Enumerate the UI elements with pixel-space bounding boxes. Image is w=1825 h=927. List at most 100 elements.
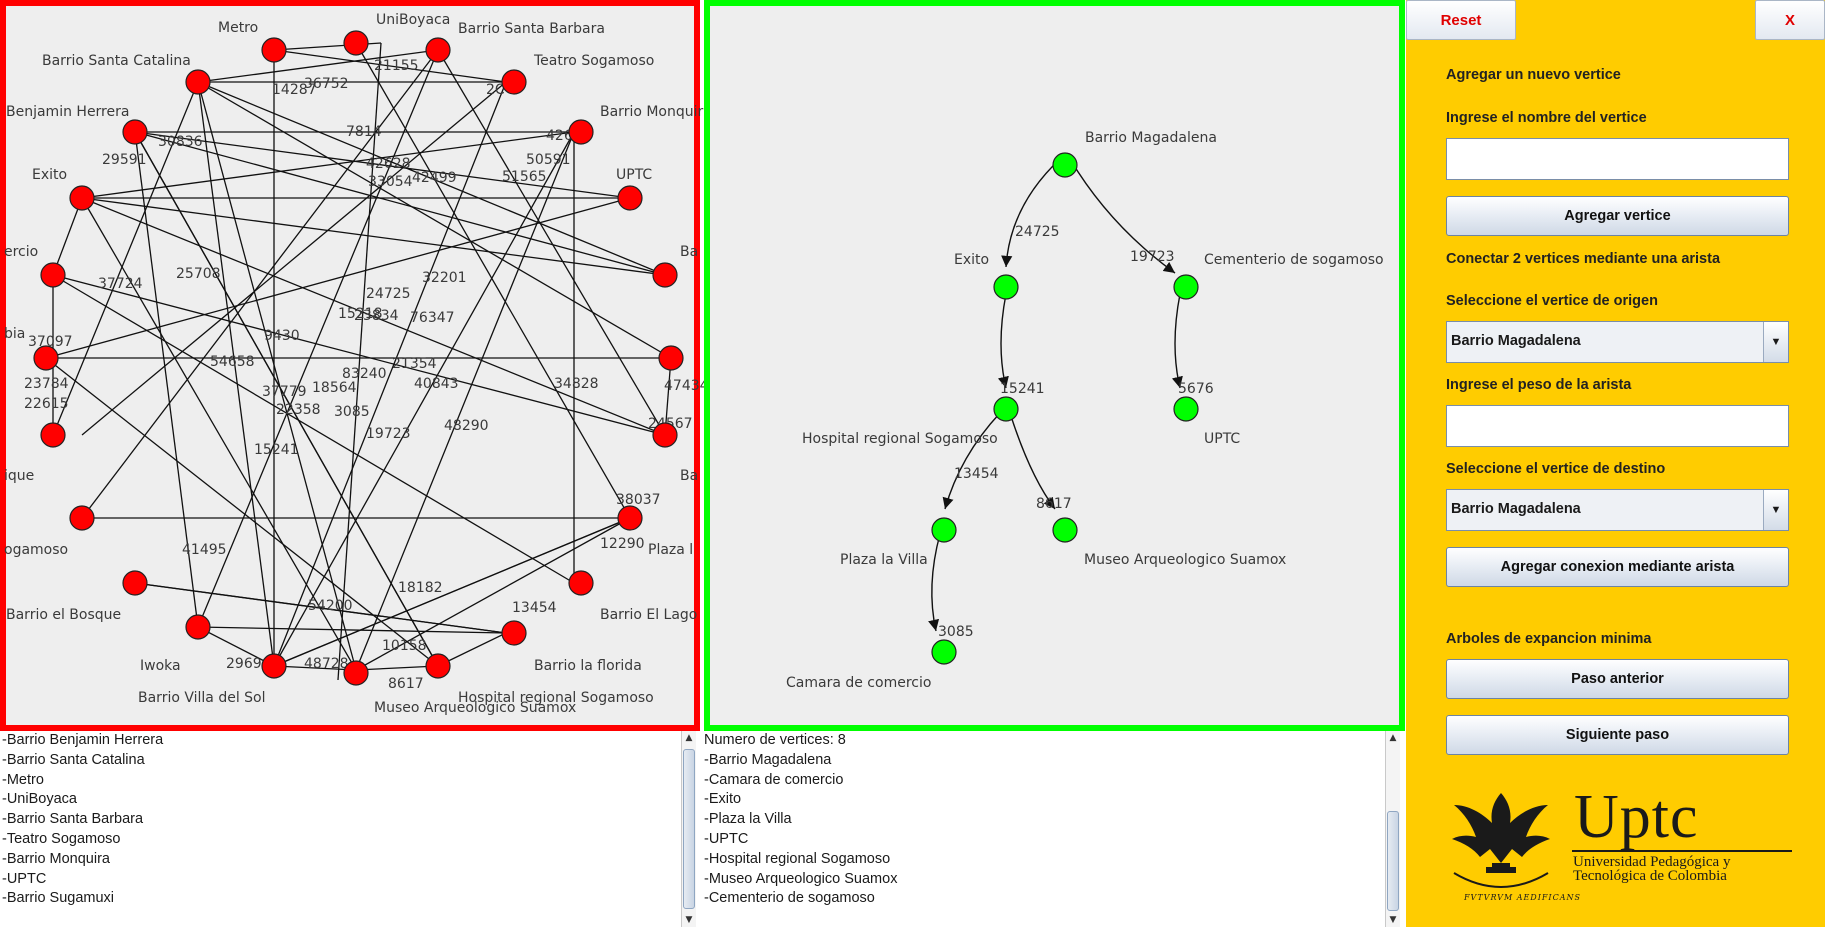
graph-node (185, 69, 211, 95)
edge-weight: 83240 (342, 366, 387, 382)
list-item: -Barrio Benjamin Herrera (2, 732, 164, 748)
list-item: -Barrio Magadalena (704, 751, 832, 768)
right-list-scrollbar[interactable]: ▲ ▼ (1385, 731, 1400, 927)
add-vertex-button[interactable]: Agregar vertice (1446, 196, 1789, 236)
origin-vertex-select[interactable]: Barrio Magadalena ▼ (1446, 321, 1789, 363)
scroll-up-icon[interactable]: ▲ (685, 733, 693, 743)
node-label: bia (4, 326, 25, 342)
node-label: Ba (680, 468, 698, 484)
edge-weight: 15241 (1000, 381, 1045, 397)
list-item: -Museo Arqueologico Suamox (704, 870, 898, 887)
next-step-button[interactable]: Siguiente paso (1446, 715, 1789, 755)
edge-weight: 33054 (368, 174, 413, 190)
vertex-name-input[interactable] (1446, 138, 1789, 180)
logo-divider (1572, 850, 1792, 852)
edge-weight: 25708 (176, 266, 221, 282)
edge-weight: 29696 (226, 656, 271, 672)
control-panel: Reset X Agregar un nuevo vertice Ingrese… (1406, 0, 1825, 927)
chevron-down-icon[interactable]: ▼ (1763, 322, 1788, 362)
node-label: Plaza la Villa (840, 552, 928, 568)
list-item: -Barrio Santa Catalina (2, 751, 145, 768)
edge-weight: 36752 (304, 76, 349, 92)
destination-label: Seleccione el vertice de destino (1446, 461, 1666, 477)
node-label: Barrio El Lago (600, 607, 697, 623)
mst-node-labels: Barrio Magadalena Exito Cementerio de so… (786, 130, 1384, 691)
tree-node (1173, 274, 1199, 300)
mst-graph-canvas[interactable]: 24725 19723 15241 5676 13454 8617 3085 B… (704, 0, 1405, 731)
edge-weight: 48728 (304, 656, 349, 672)
graph-node (122, 119, 148, 145)
edge-weight: 23834 (354, 308, 399, 324)
node-label: Barrio la florida (534, 658, 642, 674)
mst-edge-labels: 24725 19723 15241 5676 13454 8617 3085 (938, 224, 1214, 640)
graph-node (261, 37, 287, 63)
scroll-up-icon[interactable]: ▲ (1389, 733, 1397, 743)
edge-weight: 10158 (382, 638, 427, 654)
edge-weight: 426 (546, 128, 573, 144)
edge-weight: 30836 (158, 134, 203, 150)
previous-step-button[interactable]: Paso anterior (1446, 659, 1789, 699)
edge-weight: 38037 (616, 492, 661, 508)
university-name-line1: Universidad Pedagógica y (1573, 854, 1731, 870)
node-label: Barrio el Bosque (6, 607, 121, 623)
university-name-line2: Tecnológica de Colombia (1573, 868, 1727, 884)
add-vertex-heading: Agregar un nuevo vertice (1446, 67, 1621, 83)
node-label: Barrio Magadalena (1085, 130, 1217, 146)
graph-node (568, 570, 594, 596)
node-label: UPTC (1204, 431, 1240, 447)
edge-weight: 5676 (1178, 381, 1214, 397)
edge-weight: 8617 (1036, 496, 1072, 512)
scroll-down-icon[interactable]: ▼ (685, 915, 693, 925)
destination-selected-value: Barrio Magadalena (1451, 501, 1581, 517)
crest-motto: FVTVRVM AEDIFICANS (1464, 893, 1581, 902)
node-label: Barrio Villa del Sol (138, 690, 266, 706)
list-item: -Cementerio de sogamoso (704, 890, 875, 907)
add-edge-button[interactable]: Agregar conexion mediante arista (1446, 547, 1789, 587)
edge-weight: 37724 (98, 276, 143, 292)
edge-weight: 2C (486, 82, 505, 98)
mst-graph-svg: 24725 19723 15241 5676 13454 8617 3085 B… (786, 130, 1384, 691)
left-list-scrollbar[interactable]: ▲ ▼ (681, 731, 696, 927)
destination-vertex-select[interactable]: Barrio Magadalena ▼ (1446, 489, 1789, 531)
edge-weight: 13454 (954, 466, 999, 482)
full-graph-svg: 21155 36752 14287 2C 426 7814 30836 2959… (4, 12, 709, 716)
full-graph-canvas[interactable]: 21155 36752 14287 2C 426 7814 30836 2959… (0, 0, 709, 731)
scroll-thumb[interactable] (683, 749, 695, 909)
edge-weight: 22615 (24, 396, 69, 412)
origin-label: Seleccione el vertice de origen (1446, 293, 1658, 309)
graph-node (343, 30, 369, 56)
edge-weight: 51565 (502, 169, 547, 185)
scroll-down-icon[interactable]: ▼ (1389, 915, 1397, 925)
tree-node (1052, 152, 1078, 178)
edge-weight: 32201 (422, 270, 467, 286)
reset-button[interactable]: Reset (1406, 0, 1516, 40)
mst-info-textarea[interactable]: Numero de vertices: 8 -Barrio Magadalena… (702, 731, 1384, 927)
list-item: -Hospital regional Sogamoso (704, 850, 891, 867)
edge-weight: 42499 (412, 170, 457, 186)
edge-weight: 76347 (410, 310, 455, 326)
edge-weight: 29591 (102, 152, 147, 168)
graph-node (185, 614, 211, 640)
tree-node (931, 517, 957, 543)
edge-weight-input[interactable] (1446, 405, 1789, 447)
node-label: Exito (32, 167, 67, 183)
close-button[interactable]: X (1755, 0, 1825, 40)
edge-weight: 3085 (938, 624, 974, 640)
vertex-list-textarea[interactable]: -Barrio Benjamin Herrera -Barrio Santa C… (0, 731, 680, 927)
edge-weight: 8617 (388, 676, 424, 692)
edge-weight: 54200 (308, 598, 353, 614)
tree-node (931, 639, 957, 665)
full-graph-nodes (33, 30, 684, 686)
graph-node (652, 262, 678, 288)
edge-weight: 24725 (366, 286, 411, 302)
node-label: Plaza l (648, 542, 693, 558)
edge-weight: 34828 (554, 376, 599, 392)
graph-node (40, 262, 66, 288)
list-item: -Teatro Sogamoso (2, 830, 121, 847)
graph-node (122, 570, 148, 596)
scroll-thumb[interactable] (1387, 811, 1399, 911)
full-graph-edges (45, 42, 672, 681)
chevron-down-icon[interactable]: ▼ (1763, 490, 1788, 530)
node-label: UPTC (616, 167, 652, 183)
edge-weight: 12290 (600, 536, 645, 552)
